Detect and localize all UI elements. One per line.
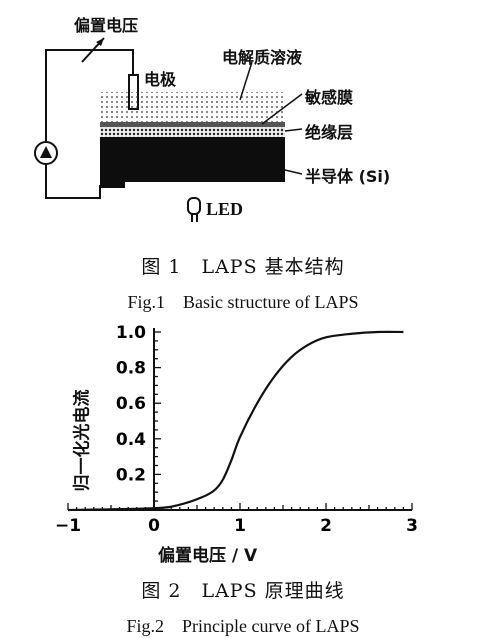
y-axis-label: 归一化光电流 — [72, 389, 93, 491]
leader-insulator — [284, 128, 303, 132]
led-icon — [187, 197, 201, 222]
ammeter-symbol — [40, 146, 52, 158]
y-tick-label: 0.2 — [116, 465, 146, 485]
x-tick-label: 2 — [320, 516, 332, 536]
y-tick-label: 0.8 — [116, 359, 146, 379]
laps-structure-diagram — [34, 37, 303, 222]
figure2-caption-cn: 图 2 LAPS 原理曲线 — [141, 580, 345, 602]
chart-ticks: −1 0 1 2 3 0.2 0.4 0.6 0.8 1.0 — [55, 323, 418, 536]
x-tick-label: 0 — [148, 516, 160, 536]
x-tick-label: 1 — [234, 516, 246, 536]
insulating-layer — [100, 127, 285, 137]
label-led: LED — [206, 199, 244, 219]
leader-semiconductor — [284, 169, 303, 175]
x-axis-label: 偏置电压 / V — [158, 546, 258, 566]
label-electrode: 电极 — [144, 70, 177, 89]
circuit-wire-top — [100, 49, 134, 75]
label-semiconductor: 半导体 (Si) — [305, 167, 391, 186]
figure2-caption-en: Fig.2 Principle curve of LAPS — [126, 616, 360, 636]
principle-curve-chart: −1 0 1 2 3 0.2 0.4 0.6 0.8 1.0 — [55, 323, 418, 536]
ylabel-wrap: 归一化光电流 — [60, 370, 100, 510]
sensitive-membrane — [100, 122, 285, 127]
leader-membrane — [261, 93, 303, 125]
label-electrolyte: 电解质溶液 — [222, 48, 303, 67]
figure1-caption-cn: 图 1 LAPS 基本结构 — [141, 256, 345, 278]
bias-source-arrowhead — [96, 38, 104, 46]
y-tick-label: 1.0 — [116, 323, 146, 343]
x-tick-label: −1 — [55, 516, 81, 536]
figure1-caption-en: Fig.1 Basic structure of LAPS — [127, 292, 359, 312]
leader-electrolyte — [239, 61, 253, 101]
electrolyte-solution — [100, 92, 285, 122]
y-tick-label: 0.6 — [116, 394, 146, 414]
y-tick-label: 0.4 — [116, 430, 146, 450]
circuit-wire-left — [45, 49, 101, 199]
semiconductor-layer — [100, 137, 285, 182]
series-line — [67, 330, 404, 512]
label-bias-voltage: 偏置电压 — [74, 16, 139, 35]
x-tick-label: 3 — [406, 516, 418, 536]
back-contact — [100, 182, 125, 188]
label-insulating-layer: 绝缘层 — [305, 123, 354, 142]
label-sensitive-membrane: 敏感膜 — [305, 88, 354, 107]
